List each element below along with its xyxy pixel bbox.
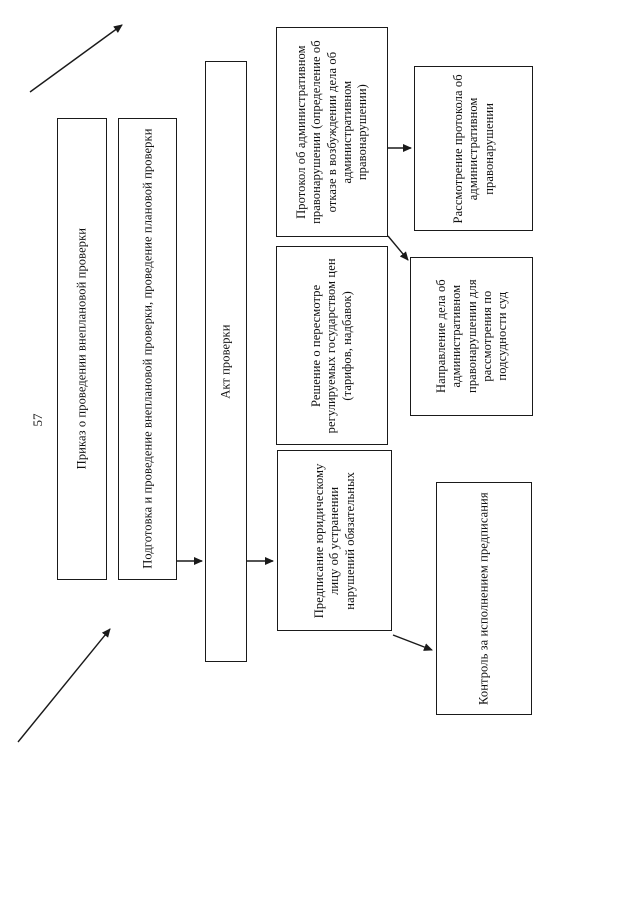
box-act-label: Акт проверки — [218, 324, 233, 399]
page-number: 57 — [30, 413, 45, 427]
box-case-referral-court: Направление дела об административном пра… — [410, 257, 533, 416]
box-referral-label: Направление дела об административном пра… — [433, 279, 509, 394]
box-protocol-admin-offense: Протокол об административном правонаруше… — [276, 27, 388, 237]
arrow-top-left-diagonal — [29, 24, 123, 93]
box-order-unscheduled-inspection: Приказ о проведении внеплановой проверки — [57, 118, 107, 580]
box-prescription-legal-entity: Предписание юридическому лицу об устране… — [277, 450, 392, 631]
arrow-protocol-to-referral — [387, 235, 409, 261]
box-order-label: Приказ о проведении внеплановой проверки — [74, 228, 89, 470]
arrow-prescription-to-control — [392, 634, 433, 651]
box-inspection-act: Акт проверки — [205, 61, 247, 662]
box-prescription-label: Предписание юридическому лицу об устране… — [311, 463, 357, 618]
box-control-label: Контроль за исполнением предписания — [476, 492, 491, 705]
box-protocol-review: Рассмотрение протокола об административн… — [414, 66, 533, 231]
box-decision-price-review: Решение о пересмотре регулируемых госуда… — [276, 246, 388, 445]
box-review-label: Рассмотрение протокола об административн… — [450, 73, 496, 224]
box-preparation-label: Подготовка и проведение внеплановой пров… — [139, 128, 154, 570]
box-preparation-inspection: Подготовка и проведение внеплановой пров… — [118, 118, 177, 580]
box-protocol-label: Протокол об административном правонаруше… — [293, 40, 369, 224]
arrow-bottom-left-diagonal — [17, 628, 111, 743]
box-decision-label: Решение о пересмотре регулируемых госуда… — [309, 257, 354, 434]
box-prescription-control: Контроль за исполнением предписания — [436, 482, 532, 715]
